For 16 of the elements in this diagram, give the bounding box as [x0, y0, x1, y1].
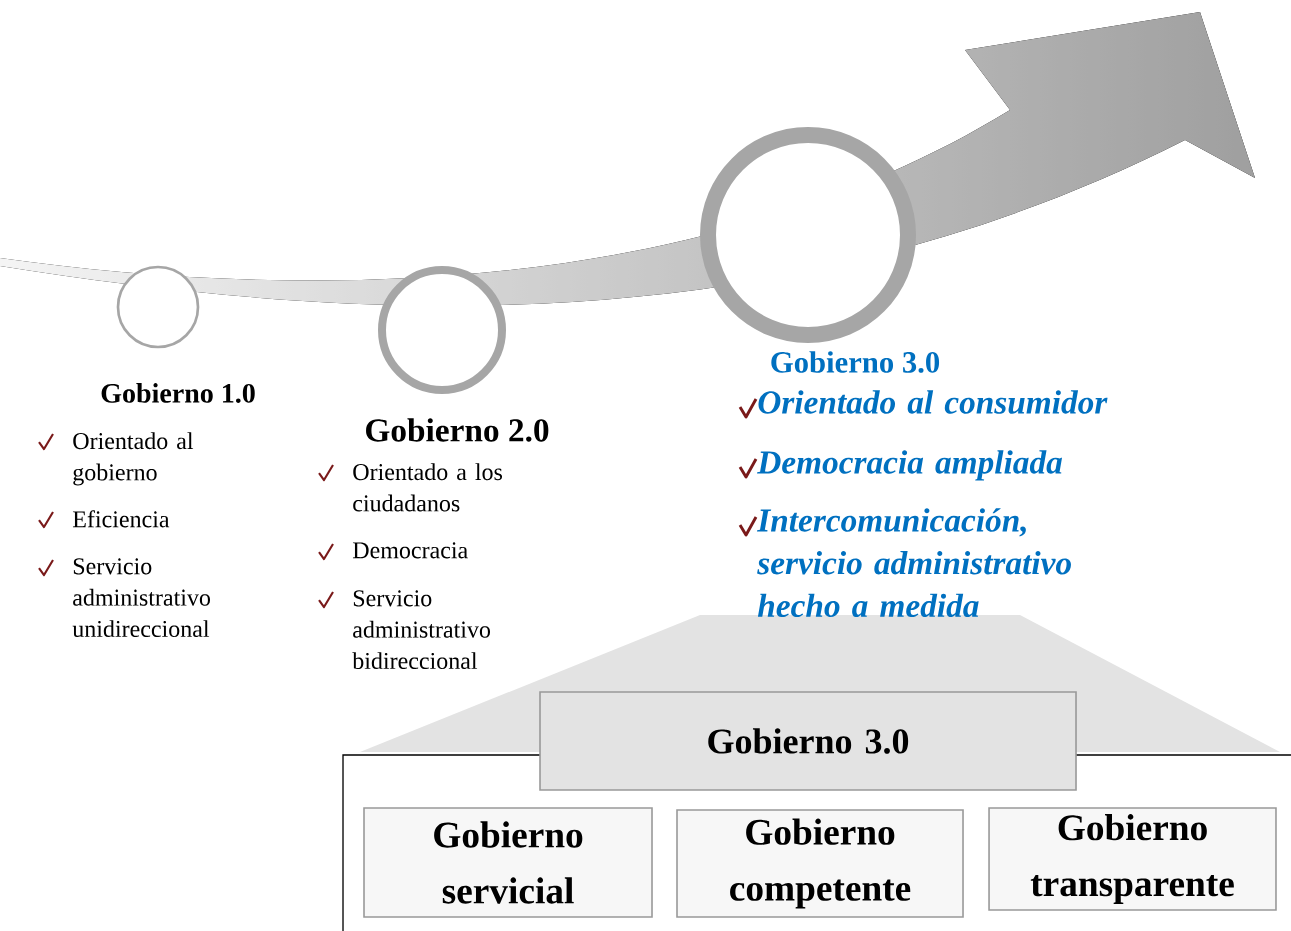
bullet-text: Democracia	[352, 542, 468, 559]
bullet-text: Orientado al consumidor	[758, 390, 1108, 414]
bullet-text: Democracia ampliada	[757, 450, 1062, 481]
title-box: Gobierno 3.0	[539, 691, 1077, 791]
category-box: Gobierno servicial	[363, 807, 653, 918]
bullet-text: Orientado a los ciudadanos	[353, 463, 503, 512]
bullet-text: Intercomunicación, servicio administrativo hecho a medida	[756, 508, 1071, 618]
heading: Gobierno 2.0	[366, 418, 549, 442]
bullet-text: Servicio administrativo bidireccional	[352, 590, 491, 670]
heading: Gobierno 1.0	[101, 383, 255, 403]
bullet-text: Orientado al gobierno	[73, 432, 194, 486]
category-box: Gobierno transparente	[988, 807, 1277, 911]
category-box: Gobierno competente	[676, 809, 964, 918]
bullet-text: Servicio administrativo unidireccional	[72, 558, 210, 638]
bullet-text: Eficiencia	[72, 510, 170, 528]
heading: Gobierno 3.0	[771, 351, 940, 373]
